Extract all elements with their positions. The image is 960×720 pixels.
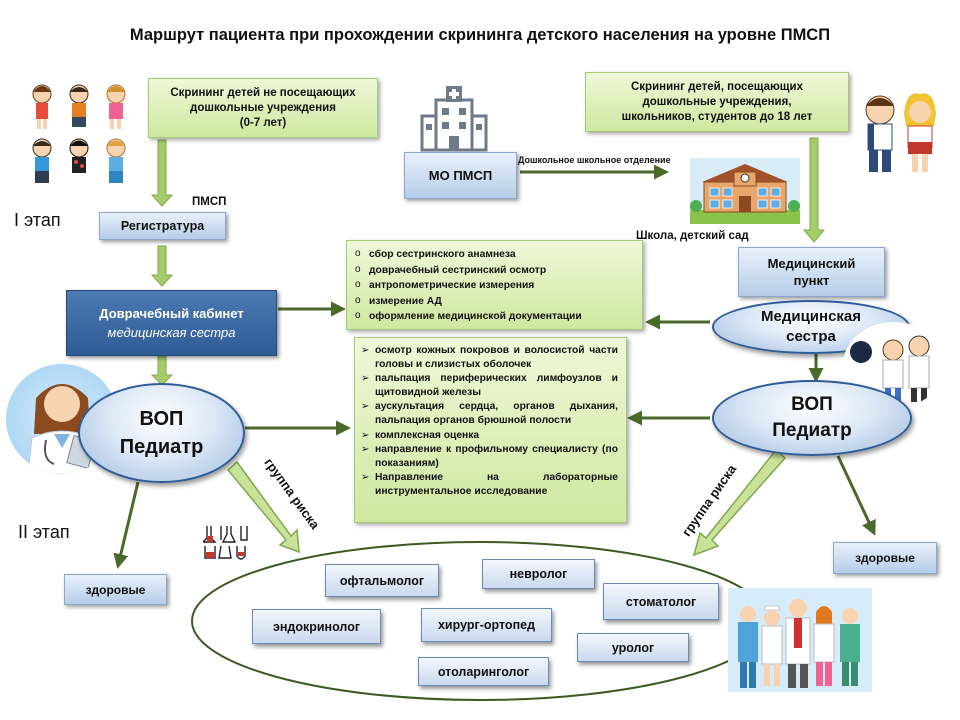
healthy-box-left: здоровые xyxy=(64,574,167,605)
risk-arrow xyxy=(226,448,787,557)
medical-nurse-line: Медицинская xyxy=(760,308,862,325)
healthy-label: здоровые xyxy=(85,582,146,597)
doctor-task-item: пальпация периферических лимфоузлов и щи… xyxy=(359,372,618,399)
screening-left-line: дошкольные учреждения xyxy=(190,101,336,114)
specialist-dentist: стоматолог xyxy=(603,583,719,620)
nurse-task-item: антропометрические измерения xyxy=(347,277,642,294)
vop-left-line: Педиатр xyxy=(119,436,204,458)
page-title: Маршрут пациента при прохождении скринин… xyxy=(129,26,831,44)
specialist-ophthalmologist: офтальмолог xyxy=(325,564,439,597)
medical-point-line: пункт xyxy=(793,273,830,288)
mo-pmsp-box: МО ПМСП xyxy=(404,152,517,199)
doctor-task-item: комплексная оценка xyxy=(359,429,618,443)
school-building-icon xyxy=(690,158,800,224)
lab-flasks-icon xyxy=(201,524,249,562)
medical-point-box: Медицинский пункт xyxy=(738,247,885,297)
specialist-label: хирург-ортопед xyxy=(437,618,536,632)
specialist-label: офтальмолог xyxy=(339,573,425,588)
screening-box-right: Скрининг детей, посещающих дошкольные уч… xyxy=(585,72,849,132)
nurse-task-item: измерение АД xyxy=(347,293,642,310)
screening-left-line: (0-7 лет) xyxy=(239,116,287,129)
specialist-neurologist: невролог xyxy=(482,559,595,589)
vop-pediatrician-left: ВОП Педиатр xyxy=(78,383,245,483)
specialist-label: невролог xyxy=(509,567,568,581)
specialist-orthopedic-surgeon: хирург-ортопед xyxy=(421,608,552,642)
stage-2-label: II этап xyxy=(18,522,70,542)
screening-right-line: Скрининг детей, посещающих xyxy=(631,80,803,93)
vop-right-line: ВОП xyxy=(791,394,833,415)
nurse-cabinet-box: Доврачебный кабинет медицинская сестра xyxy=(66,290,277,356)
stage-1-label: I этап xyxy=(14,210,61,230)
specialist-otolaryngologist: отоларинголог xyxy=(418,657,549,686)
screening-box-left: Скрининг детей не посещающих дошкольные … xyxy=(148,78,378,138)
specialist-label: отоларинголог xyxy=(437,664,530,679)
nurse-tasks-box: сбор сестринского анамнеза доврачебный с… xyxy=(346,240,643,330)
doctor-task-item: аускультация сердца, органов дыхания, па… xyxy=(359,400,618,427)
healthy-label: здоровые xyxy=(855,551,915,565)
doctor-tasks-box: осмотр кожных покровов и волосистой част… xyxy=(354,337,627,523)
vop-pediatrician-right: ВОП Педиатр xyxy=(712,380,912,456)
vop-left-line: ВОП xyxy=(139,408,184,430)
nurse-task-item: доврачебный сестринский осмотр xyxy=(347,262,642,279)
nurse-tasks-list: сбор сестринского анамнеза доврачебный с… xyxy=(347,246,642,325)
hospital-icon xyxy=(418,82,490,154)
medical-point-line: Медицинский xyxy=(767,256,856,271)
nurse-task-item: оформление медицинской документации xyxy=(347,308,642,325)
pmsp-label: ПМСП xyxy=(192,196,227,208)
registry-box: Регистратура xyxy=(99,212,226,240)
screening-left-line: Скрининг детей не посещающих xyxy=(170,86,356,99)
screening-right-line: дошкольные учреждения, xyxy=(642,95,792,108)
flow-arrow-thin xyxy=(113,164,876,569)
schoolchildren-illustration xyxy=(848,86,950,180)
doctor-tasks-list: осмотр кожных покровов и волосистой част… xyxy=(359,344,618,499)
registry-label: Регистратура xyxy=(120,219,205,233)
nurse-cabinet-subtitle: медицинская сестра xyxy=(107,325,236,340)
children-illustration-left xyxy=(24,80,136,188)
screening-right-line: школьников, студентов до 18 лет xyxy=(621,110,813,123)
medical-team-illustration xyxy=(728,588,872,692)
doctor-task-item: направление к профильному специалисту (п… xyxy=(359,443,618,470)
specialist-label: эндокринолог xyxy=(272,619,361,634)
healthy-box-right: здоровые xyxy=(833,542,937,574)
nurse-task-item: сбор сестринского анамнеза xyxy=(347,246,642,263)
specialist-endocrinologist: эндокринолог xyxy=(252,609,381,644)
doctor-task-item: Направление на лабораторные инструментал… xyxy=(359,471,618,498)
mo-pmsp-label: МО ПМСП xyxy=(428,168,493,183)
specialist-label: уролог xyxy=(611,640,655,655)
preschool-dept-label: Дошкольное школьное отделение xyxy=(518,155,671,165)
specialist-label: стоматолог xyxy=(625,594,697,609)
medical-nurse-line: сестра xyxy=(786,328,836,345)
doctor-task-item: осмотр кожных покровов и волосистой част… xyxy=(359,344,618,371)
school-label: Школа, детский сад xyxy=(636,230,749,242)
flow-arrow-thick xyxy=(150,137,826,386)
specialist-urologist: уролог xyxy=(577,633,689,662)
nurse-cabinet-title: Доврачебный кабинет xyxy=(99,306,244,321)
vop-right-line: Педиатр xyxy=(772,420,852,441)
